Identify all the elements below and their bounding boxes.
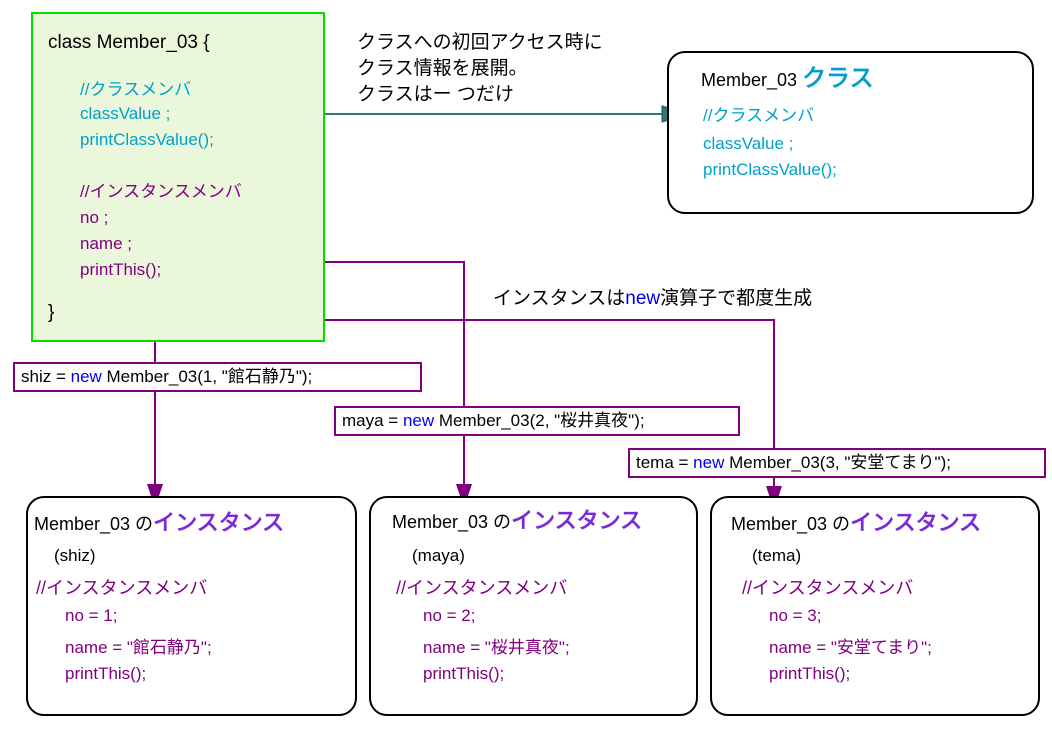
instance-print-this: printThis();: [65, 664, 147, 683]
new-keyword: new: [70, 367, 102, 386]
class-info-box: [667, 51, 1034, 214]
class-info-title: Member_03 クラス: [701, 65, 874, 92]
instance-print-this: printThis();: [423, 664, 505, 683]
new-note-prefix: インスタンスは: [493, 288, 626, 309]
instance-print-this: printThis();: [769, 664, 851, 683]
instance-var: (maya): [412, 546, 465, 565]
class-info-class-value: classValue ;: [703, 134, 794, 153]
print-class-value-decl: printClassValue();: [80, 130, 214, 149]
statement-rhs: Member_03(3, "安堂てまり");: [724, 453, 951, 472]
instance-box-tema: [710, 496, 1040, 716]
instance-kind: インスタンス: [153, 510, 285, 535]
statement-lhs: shiz =: [21, 367, 71, 386]
class-info-print-class-value: printClassValue();: [703, 160, 837, 179]
statement-shiz: shiz = new Member_03(1, "館石静乃");: [13, 362, 422, 392]
statement-rhs: Member_03(1, "館石静乃");: [101, 367, 313, 386]
statement-lhs: maya =: [342, 411, 403, 430]
instance-members-comment: //インスタンスメンバ: [396, 578, 568, 598]
instance-members-comment: //インスタンスメンバ: [36, 578, 208, 598]
print-this-decl: printThis();: [80, 260, 162, 279]
class-members-comment: //クラスメンバ: [80, 80, 192, 99]
class-info-kind: クラス: [802, 65, 874, 92]
statement-rhs: Member_03(2, "桜井真夜");: [434, 411, 645, 430]
instance-kind: インスタンス: [511, 508, 643, 533]
class-value-decl: classValue ;: [80, 104, 171, 123]
instance-var: (tema): [752, 546, 802, 565]
instance-title: Member_03 のインスタンス: [731, 512, 981, 535]
class-note-line1: クラスへの初回アクセス時に: [357, 32, 603, 53]
class-header: class Member_03 {: [48, 32, 210, 53]
new-note: インスタンスはnew演算子で都度生成: [493, 288, 812, 310]
instance-class-name: Member_03 の: [392, 512, 512, 532]
instance-title: Member_03 のインスタンス: [392, 510, 642, 533]
instance-no: no = 1;: [65, 606, 118, 625]
instance-class-name: Member_03 の: [34, 514, 154, 534]
instance-class-name: Member_03 の: [731, 514, 851, 534]
instance-box-maya: [369, 496, 698, 716]
instance-members-comment: //インスタンスメンバ: [742, 578, 914, 598]
class-info-comment: //クラスメンバ: [703, 106, 815, 125]
instance-no: no = 2;: [423, 606, 476, 625]
instance-no: no = 3;: [769, 606, 822, 625]
instance-name: name = "安堂てまり";: [769, 638, 932, 657]
class-close-brace: }: [48, 302, 55, 323]
instance-box-shiz: [26, 496, 357, 716]
statement-tema: tema = new Member_03(3, "安堂てまり");: [628, 448, 1046, 478]
new-keyword: new: [402, 411, 435, 430]
new-keyword: new: [693, 453, 725, 472]
instance-kind: インスタンス: [850, 510, 982, 535]
new-note-keyword: new: [625, 288, 661, 309]
tema-connector: [282, 319, 775, 448]
class-note-line2: クラス情報を展開。: [357, 58, 528, 79]
instance-name: name = "桜井真夜";: [423, 638, 570, 657]
name-decl: name ;: [80, 234, 132, 253]
instance-var: (shiz): [54, 546, 96, 565]
new-note-suffix: 演算子で都度生成: [660, 288, 813, 309]
instance-name: name = "館石静乃";: [65, 638, 212, 657]
instance-title: Member_03 のインスタンス: [34, 512, 284, 535]
class-note-line3: クラスはー つだけ: [357, 84, 514, 105]
statement-lhs: tema =: [636, 453, 694, 472]
no-decl: no ;: [80, 208, 109, 227]
class-info-name: Member_03: [701, 70, 803, 90]
instance-members-comment: //インスタンスメンバ: [80, 182, 242, 201]
class-definition-box: [31, 12, 325, 342]
statement-maya: maya = new Member_03(2, "桜井真夜");: [334, 406, 740, 436]
